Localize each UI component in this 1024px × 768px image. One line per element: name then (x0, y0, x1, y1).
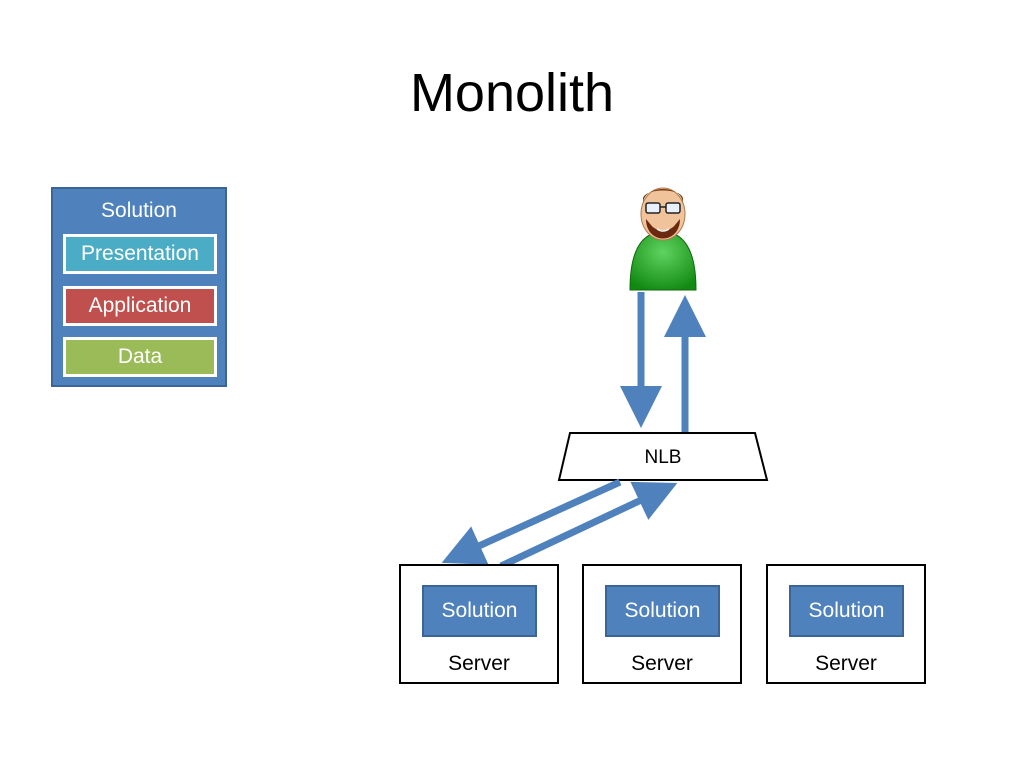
application-layer: Application (63, 286, 217, 326)
nlb-label: NLB (644, 447, 682, 468)
server-box-1: Solution Server (399, 564, 559, 684)
server-box-2: Solution Server (582, 564, 742, 684)
server-label-1: Server (448, 652, 510, 675)
presentation-layer: Presentation (63, 234, 217, 274)
arrow-server-to-nlb (499, 481, 678, 570)
arrow-nlb-to-server (441, 478, 622, 565)
user-avatar-icon (629, 187, 697, 291)
server-solution-3: Solution (789, 585, 904, 637)
server-label-3: Server (815, 652, 877, 675)
server-solution-2: Solution (605, 585, 720, 637)
solution-legend-title: Solution (101, 199, 177, 222)
server-box-3: Solution Server (766, 564, 926, 684)
slide-title: Monolith (409, 63, 615, 123)
server-solution-1: Solution (422, 585, 537, 637)
server-label-2: Server (631, 652, 693, 675)
solution-legend: Solution Presentation Application Data (51, 187, 227, 387)
data-layer: Data (63, 337, 217, 377)
nlb-box (557, 432, 769, 481)
